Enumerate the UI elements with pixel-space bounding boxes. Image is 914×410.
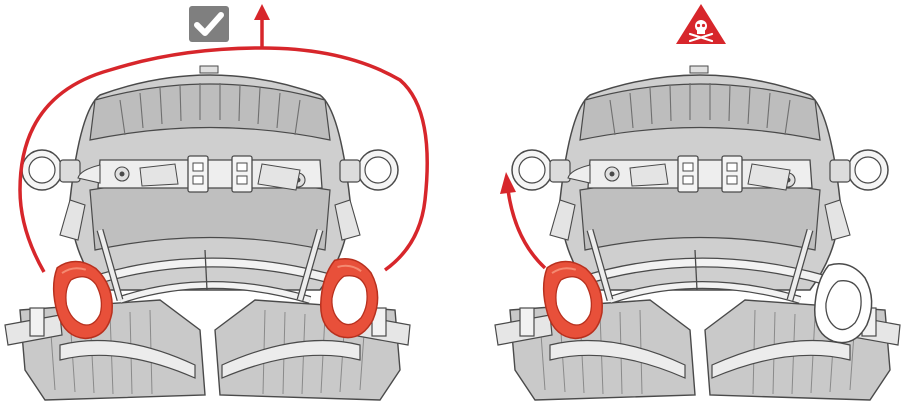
panel-correct [5, 4, 427, 400]
panel-incorrect [495, 4, 900, 400]
open-connection-arc [508, 190, 545, 268]
checkmark-icon [189, 6, 229, 42]
harness-illustration [495, 66, 900, 400]
skull-crossbones-icon [676, 4, 726, 44]
harness-illustration [5, 66, 410, 400]
arrow-up-icon [254, 4, 270, 20]
